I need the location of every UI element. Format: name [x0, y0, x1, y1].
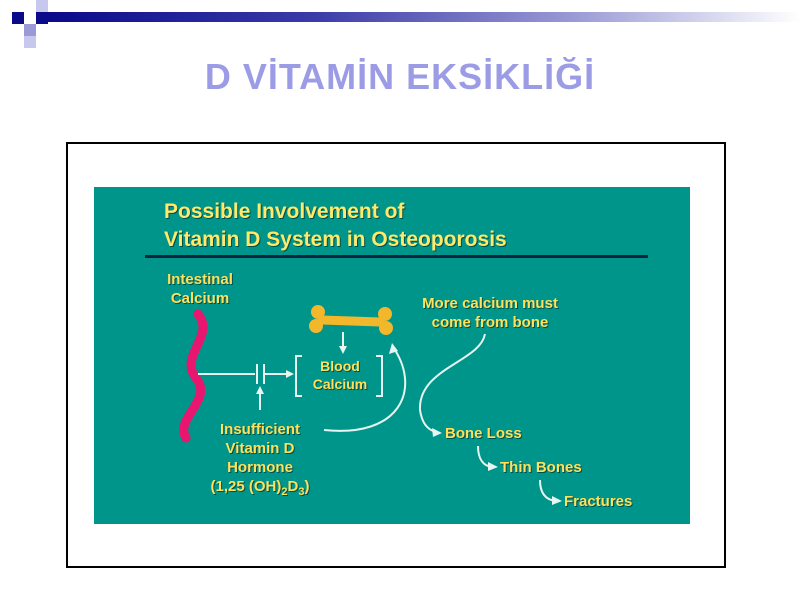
bone-icon — [309, 305, 393, 335]
slide-title: D VİTAMİN EKSİKLİĞİ — [204, 56, 596, 97]
vitamin-d-to-bone-curve — [323, 349, 407, 432]
diagram-heading-line1: Possible Involvement of — [164, 200, 405, 223]
blood-bracket-left — [295, 355, 302, 397]
label-bone-loss: Bone Loss — [445, 425, 522, 442]
corner-square-light — [24, 36, 36, 48]
blood-bracket-right — [376, 355, 383, 397]
corner-square-light — [36, 0, 48, 12]
label-more-calcium: More calcium must come from bone — [422, 295, 558, 331]
vitamin-d-formula: (1,25 (OH)2D3) — [210, 478, 310, 498]
label-blood-calcium: Blood Calcium — [312, 358, 368, 392]
corner-square-dark — [12, 12, 24, 24]
calcium-to-bone-loss-curve — [418, 333, 486, 433]
label-fractures: Fractures — [564, 493, 633, 510]
corner-square-dark — [36, 12, 48, 24]
header-gradient-bar — [48, 12, 800, 22]
corner-square-light — [24, 24, 36, 36]
intestine-icon — [179, 309, 208, 443]
diagram-heading-line2: Vitamin D System in Osteoporosis — [164, 228, 507, 251]
heading-underline — [145, 255, 648, 258]
label-insufficient-vitamin-d: Insufficient Vitamin D Hormone (1,25 (OH… — [190, 420, 330, 502]
label-intestinal-calcium: Intestinal Calcium — [167, 271, 233, 307]
label-thin-bones: Thin Bones — [500, 459, 582, 476]
